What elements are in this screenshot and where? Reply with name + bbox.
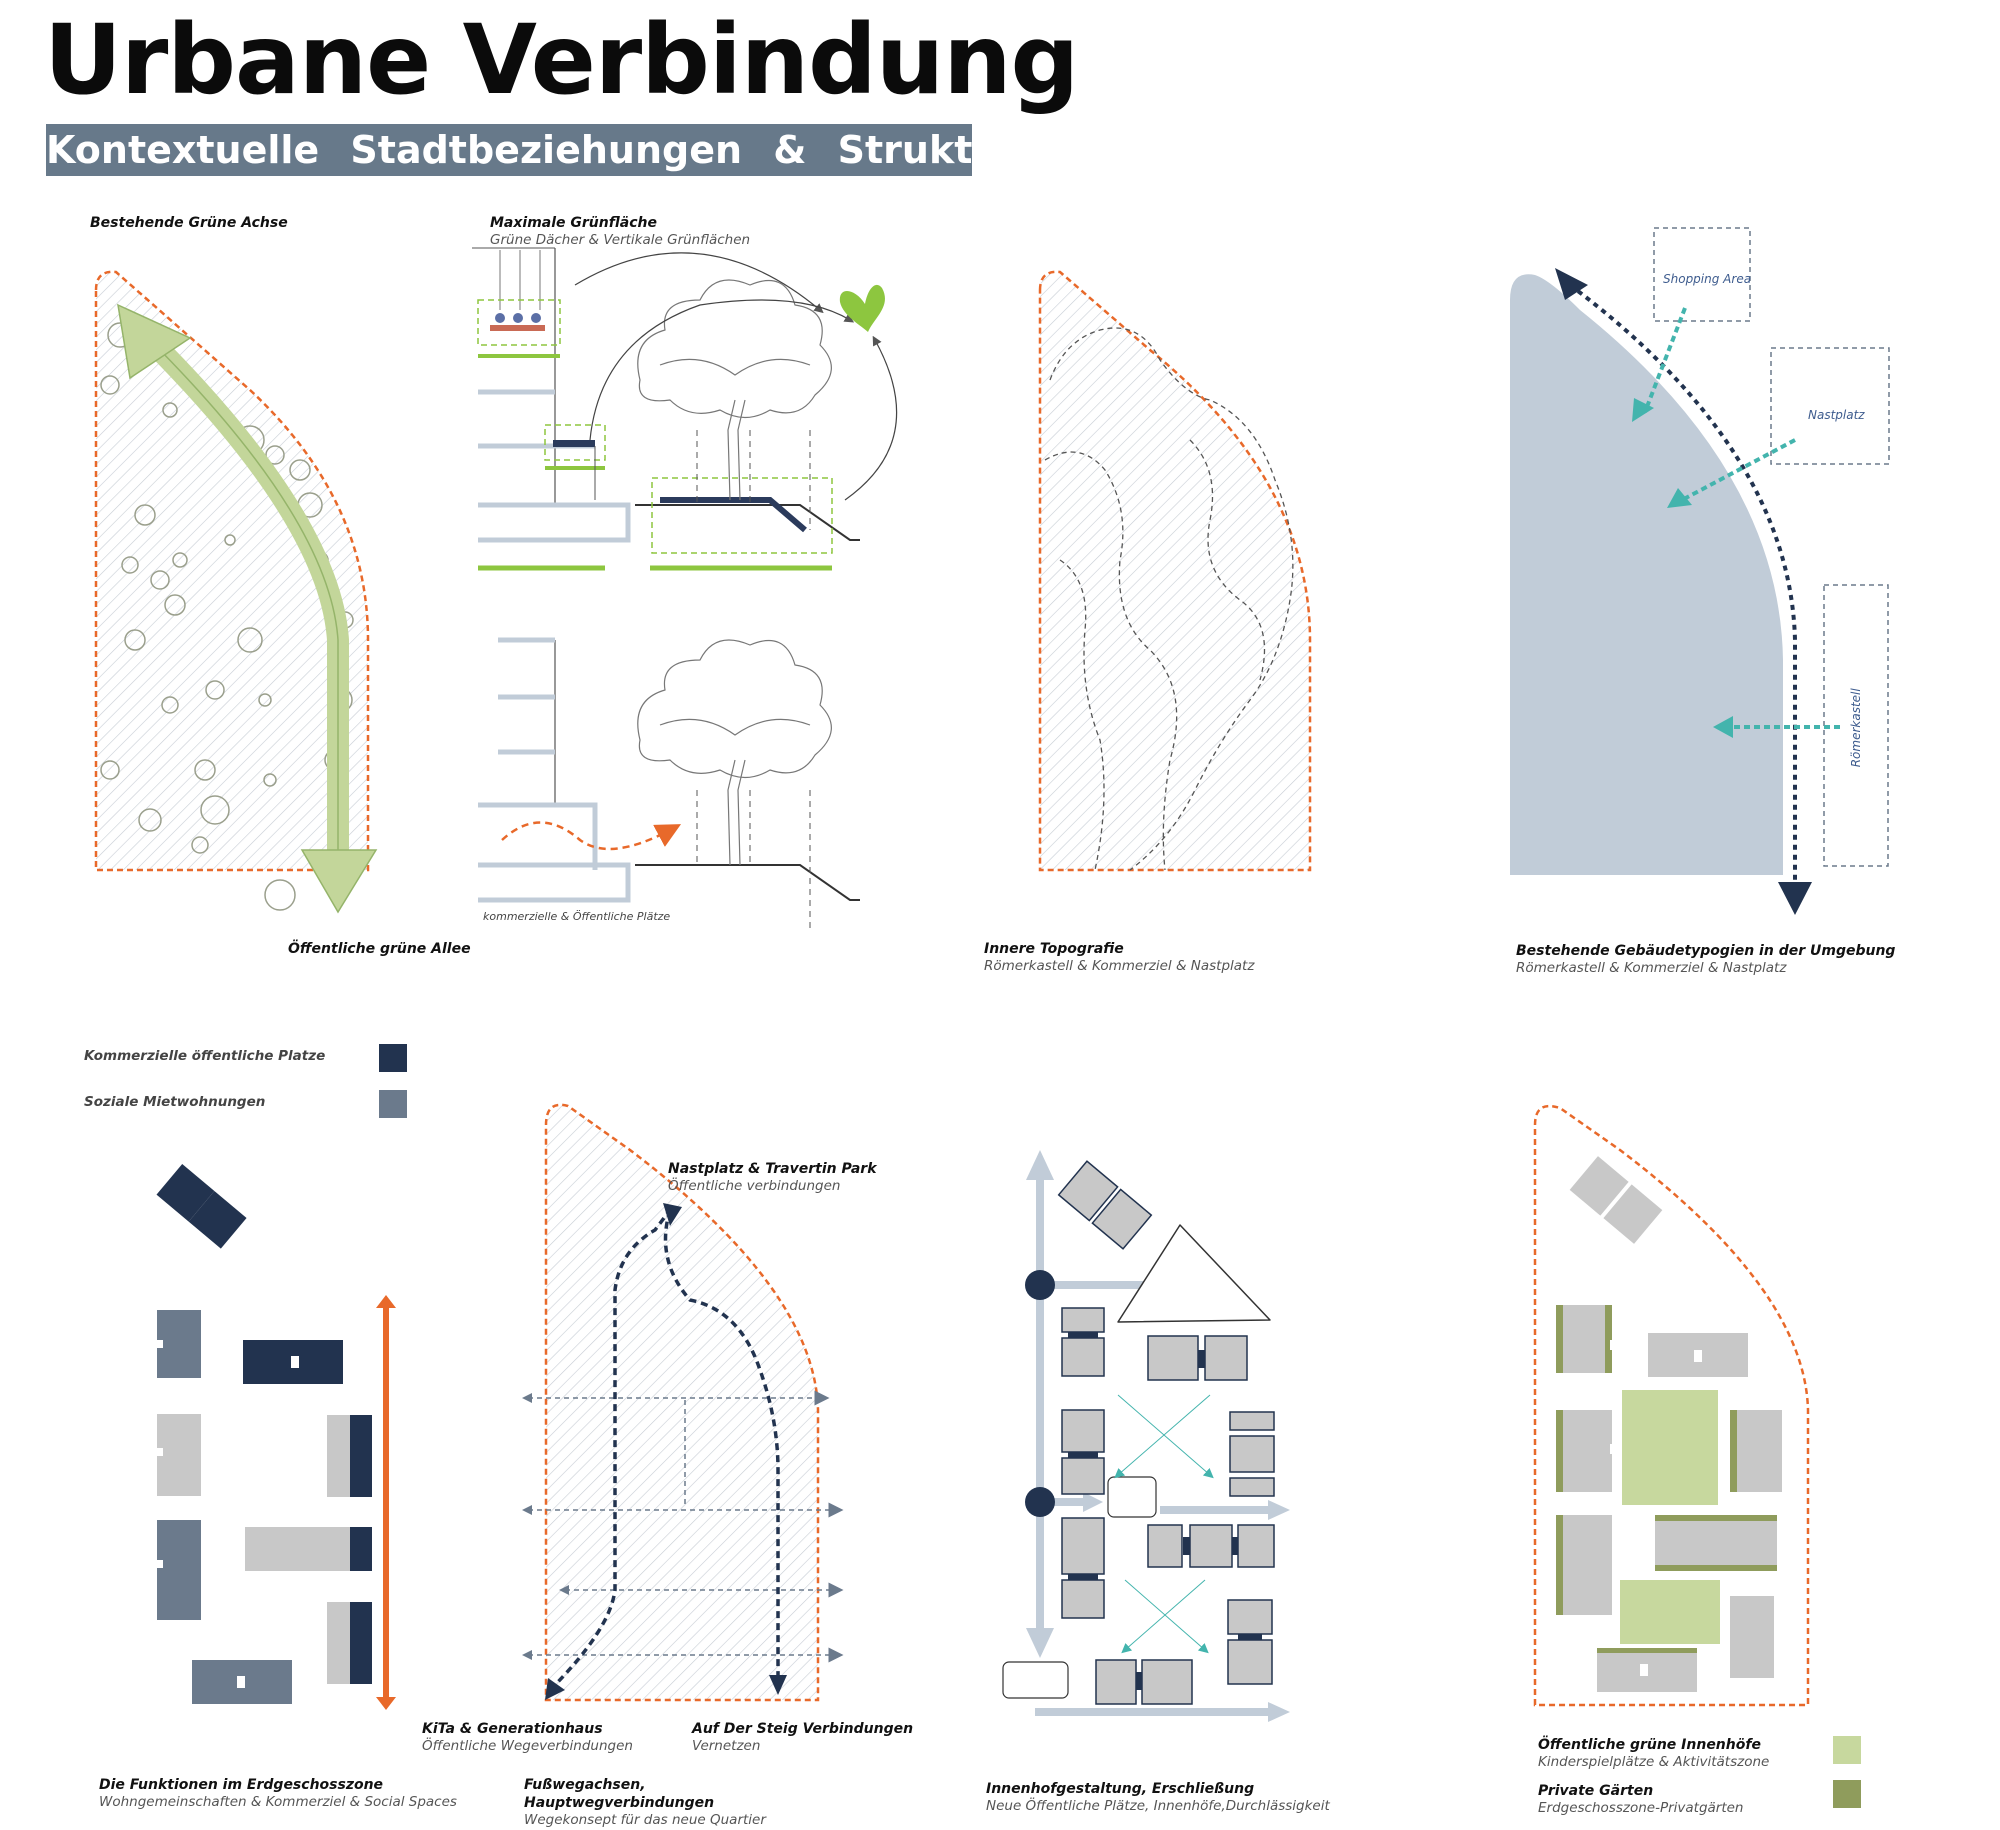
- green-axis-label-bottom: Öffentliche grüne Allee: [288, 941, 471, 957]
- green-axis-label-top: Bestehende Grüne Achse: [90, 215, 288, 231]
- legend-swatch-social-housing: [379, 1090, 407, 1118]
- courtyard-access: [1002, 1150, 1290, 1722]
- typologies-caption: Bestehende Gebäudetypogien in der Umgebu…: [1516, 943, 1896, 977]
- green-area-section-note: kommerzielle & Öffentliche Plätze: [483, 910, 671, 923]
- area-label-nastplatz: Nastplatz: [1808, 408, 1865, 422]
- site-topography: [1038, 270, 1312, 872]
- site-typologies: [1510, 227, 1890, 915]
- legend-swatch-private-gardens: [1833, 1780, 1861, 1808]
- legend-label-social-housing: Soziale Mietwohnungen: [84, 1094, 266, 1110]
- area-label-shopping: Shopping Area: [1663, 272, 1752, 286]
- area-label-roemerkastell: Römerkastell: [1849, 688, 1864, 768]
- nastplatz-box: [1770, 347, 1890, 465]
- shopping-area-box: [1653, 227, 1751, 322]
- page-title: Urbane Verbindung: [44, 4, 1079, 116]
- site-green-axis: [94, 270, 378, 914]
- building-navy-rotated: [156, 1163, 247, 1249]
- ground-floor-functions: [155, 1163, 396, 1710]
- legend-swatch-commercial: [379, 1044, 407, 1072]
- green-area-sections: [472, 247, 898, 930]
- legend-label-commercial: Kommerzielle öffentliche Platze: [84, 1048, 326, 1064]
- legend-swatch-green-courts: [1833, 1736, 1861, 1764]
- page-subtitle: Kontextuelle Stadtbeziehungen & Struktur: [46, 124, 972, 176]
- tree-drawing-upper: [637, 279, 832, 501]
- site-green-courts: [1533, 1104, 1810, 1707]
- site-paths: [522, 1103, 844, 1702]
- tree-drawing-lower: [637, 639, 832, 866]
